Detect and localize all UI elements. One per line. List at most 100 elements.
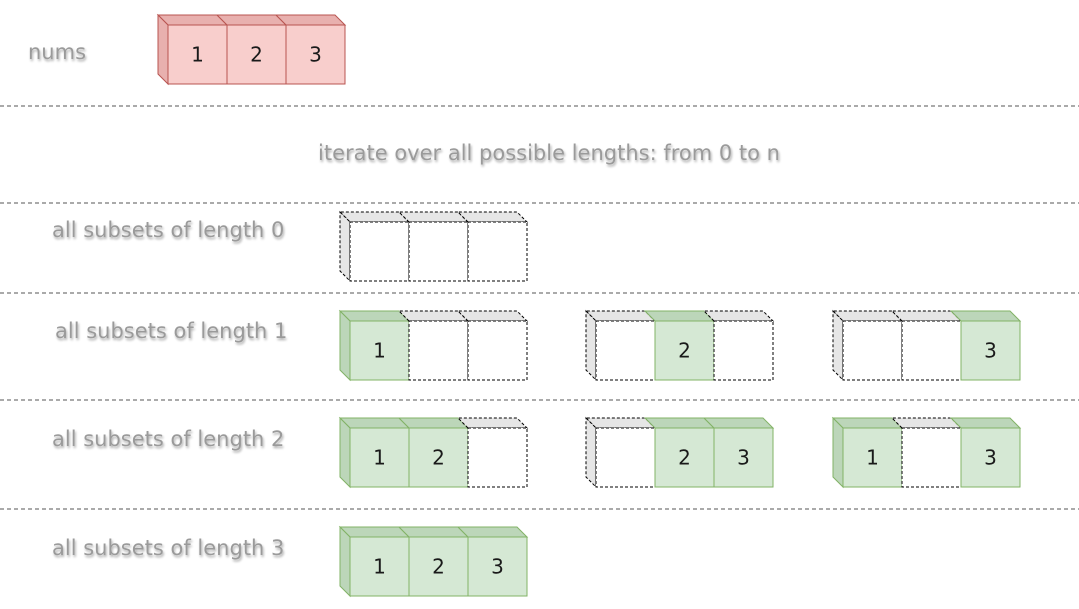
cell-front-face: [713, 320, 774, 381]
subset-array: 1: [338, 309, 529, 382]
cell-front-face: [467, 536, 528, 597]
empty-cell: [338, 210, 411, 283]
subset-array: 3: [831, 309, 1022, 382]
cell-front-face: [960, 427, 1021, 488]
row-label-length-0: all subsets of length 0: [52, 218, 284, 242]
cell-front-face: [467, 320, 528, 381]
cell-top-face: [702, 417, 775, 429]
cell-front-face: [349, 536, 410, 597]
cell-front-face: [408, 221, 469, 282]
value-cell: 3: [274, 14, 347, 85]
row-label-length-3: all subsets of length 3: [52, 536, 284, 560]
cell-value: 3: [309, 43, 322, 67]
cell-side-face: [339, 525, 351, 598]
cell-front-face: [285, 24, 346, 85]
cell-front-face: [595, 320, 656, 381]
cell-top-face: [456, 417, 529, 429]
value-cell: 2: [215, 14, 288, 85]
cell-front-face: [226, 24, 287, 85]
cell-side-face: [832, 416, 844, 489]
empty-cell: [584, 416, 657, 489]
cell-top-face: [397, 417, 470, 429]
cell-top-face: [949, 417, 1022, 429]
cell-value: 3: [984, 446, 997, 470]
cell-top-face: [397, 211, 470, 223]
cell-value: 1: [373, 555, 386, 579]
cell-top-face: [456, 211, 529, 223]
cell-front-face: [408, 320, 469, 381]
cell-front-face: [960, 320, 1021, 381]
cell-top-face: [397, 526, 470, 538]
cell-value: 1: [191, 43, 204, 67]
cell-top-face: [156, 14, 229, 26]
cell-value: 2: [678, 446, 691, 470]
empty-cell: [831, 309, 904, 382]
cell-side-face: [585, 416, 597, 489]
cell-front-face: [713, 427, 774, 488]
cell-top-face: [584, 310, 657, 322]
cell-value: 1: [373, 446, 386, 470]
nums-label: nums: [28, 40, 86, 64]
value-cell: 2: [397, 417, 470, 488]
value-cell: 3: [949, 310, 1022, 381]
value-cell: 2: [643, 310, 716, 381]
empty-cell: [397, 211, 470, 282]
cell-top-face: [831, 310, 904, 322]
cell-value: 1: [866, 446, 879, 470]
value-cell: 1: [338, 309, 411, 382]
subset-array: 2: [584, 309, 775, 382]
cell-front-face: [467, 221, 528, 282]
cell-front-face: [408, 536, 469, 597]
cell-value: 2: [432, 555, 445, 579]
cell-top-face: [890, 417, 963, 429]
cell-value: 2: [250, 43, 263, 67]
cell-top-face: [456, 310, 529, 322]
cell-front-face: [901, 427, 962, 488]
iteration-caption: iterate over all possible lengths: from …: [318, 141, 780, 165]
value-cell: 3: [949, 417, 1022, 488]
cell-value: 2: [432, 446, 445, 470]
empty-cell: [456, 211, 529, 282]
cell-top-face: [338, 310, 411, 322]
cell-value: 2: [678, 339, 691, 363]
value-cell: 1: [338, 525, 411, 598]
cell-top-face: [643, 310, 716, 322]
cell-top-face: [949, 310, 1022, 322]
empty-cell: [456, 417, 529, 488]
cell-side-face: [339, 416, 351, 489]
cell-front-face: [349, 221, 410, 282]
cell-front-face: [901, 320, 962, 381]
cell-value: 3: [737, 446, 750, 470]
empty-cell: [456, 310, 529, 381]
subsets-row-length-0: [338, 210, 529, 283]
cell-top-face: [643, 417, 716, 429]
value-cell: 1: [831, 416, 904, 489]
cell-top-face: [215, 14, 288, 26]
cell-top-face: [584, 417, 657, 429]
value-cell: 1: [338, 416, 411, 489]
empty-cell: [702, 310, 775, 381]
nums-array: 1 2 3: [156, 13, 347, 86]
cell-side-face: [832, 309, 844, 382]
cell-top-face: [831, 417, 904, 429]
cell-front-face: [167, 24, 228, 85]
value-cell: 1: [156, 13, 229, 86]
cell-front-face: [842, 320, 903, 381]
cell-front-face: [595, 427, 656, 488]
cell-value: 3: [984, 339, 997, 363]
cell-top-face: [274, 14, 347, 26]
cell-top-face: [702, 310, 775, 322]
cell-top-face: [890, 310, 963, 322]
cell-top-face: [338, 211, 411, 223]
cell-front-face: [467, 427, 528, 488]
subsets-row-length-1: 1 2 3: [338, 309, 1022, 382]
row-label-length-2: all subsets of length 2: [52, 427, 284, 451]
nums-cells: 1 2 3: [156, 13, 347, 86]
